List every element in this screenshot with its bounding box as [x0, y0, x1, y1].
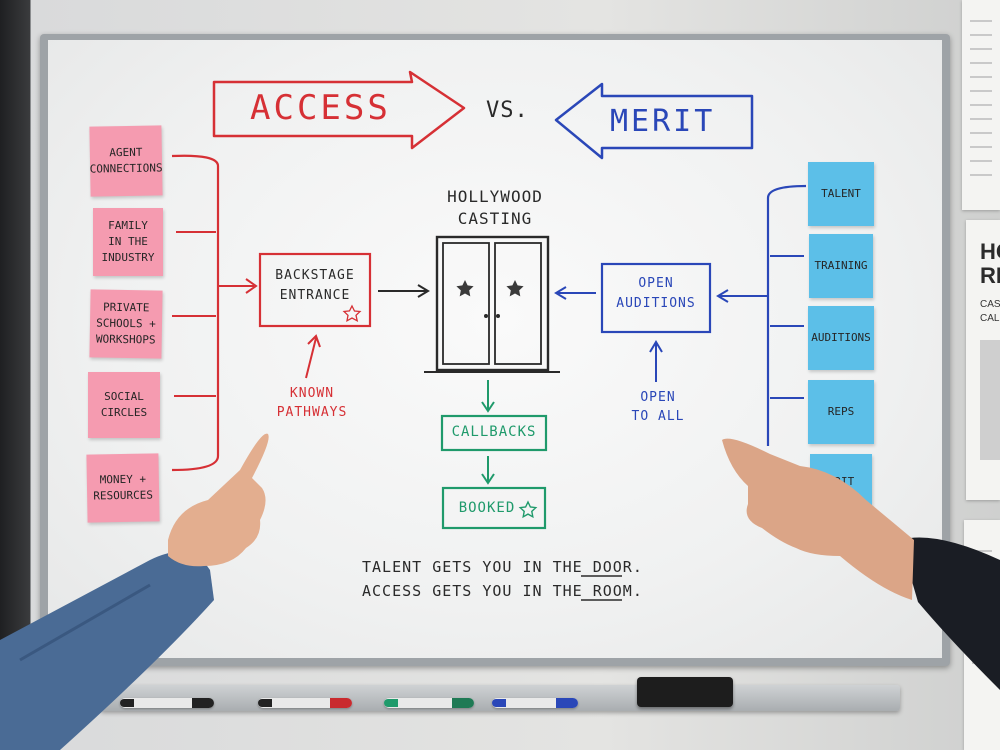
door-star-right [506, 280, 524, 297]
blue-marker[interactable] [492, 698, 578, 708]
open-auditions-label: OPEN AUDITIONS [616, 276, 696, 311]
wall-poster-top [962, 0, 1000, 210]
merit-label: MERIT [610, 104, 716, 139]
poster-subtitle: CASTCALL [980, 299, 1000, 324]
footer-room-emphasis: ROOM [592, 582, 633, 600]
center-title: HOLLYWOOD CASTING [447, 187, 543, 228]
red-marker[interactable] [258, 698, 352, 708]
access-label: ACCESS [250, 88, 391, 128]
whiteboard-eraser[interactable] [637, 677, 733, 707]
poster-title: HORE [980, 239, 1000, 288]
right-hand [722, 438, 914, 600]
note-training: TRAINING [809, 234, 873, 298]
merit-arrow [554, 82, 754, 160]
versus-label: VS. [486, 98, 529, 123]
known-pathways-label: KNOWN PATHWAYS [276, 386, 348, 420]
green-marker[interactable] [384, 698, 474, 708]
booked-label: BOOKED [458, 500, 516, 516]
footer-line-1: TALENT GETS YOU IN THE DOOR. [362, 558, 643, 576]
black-marker[interactable] [120, 698, 214, 708]
backstage-star [342, 304, 362, 323]
access-arrow [212, 70, 466, 150]
note-reps: REPS [808, 380, 874, 444]
door-icon [424, 235, 560, 373]
note-talent: TALENT [808, 162, 874, 226]
open-to-all-label: OPEN TO ALL [631, 390, 685, 424]
booked-box [441, 486, 547, 530]
callbacks-label: CALLBACKS [451, 424, 537, 440]
wall-edge [0, 0, 30, 750]
callbacks-box [440, 414, 548, 452]
backstage-entrance-label: BACKSTAGE ENTRANCE [275, 268, 355, 303]
backstage-box [258, 252, 372, 328]
open-auditions-box [600, 262, 712, 334]
left-hand [168, 433, 269, 567]
booked-star [518, 500, 538, 519]
wall-poster-casting: HORE CASTCALL [966, 220, 1000, 500]
right-bracket [766, 184, 807, 446]
door-star-left [456, 280, 474, 297]
left-bracket [171, 154, 220, 472]
right-sleeve [900, 537, 1000, 690]
footer-door-emphasis: DOOR [592, 558, 633, 576]
note-auditions: AUDITIONS [808, 306, 874, 370]
footer-line-2: ACCESS GETS YOU IN THE ROOM. [362, 582, 643, 600]
left-sleeve [0, 552, 214, 750]
